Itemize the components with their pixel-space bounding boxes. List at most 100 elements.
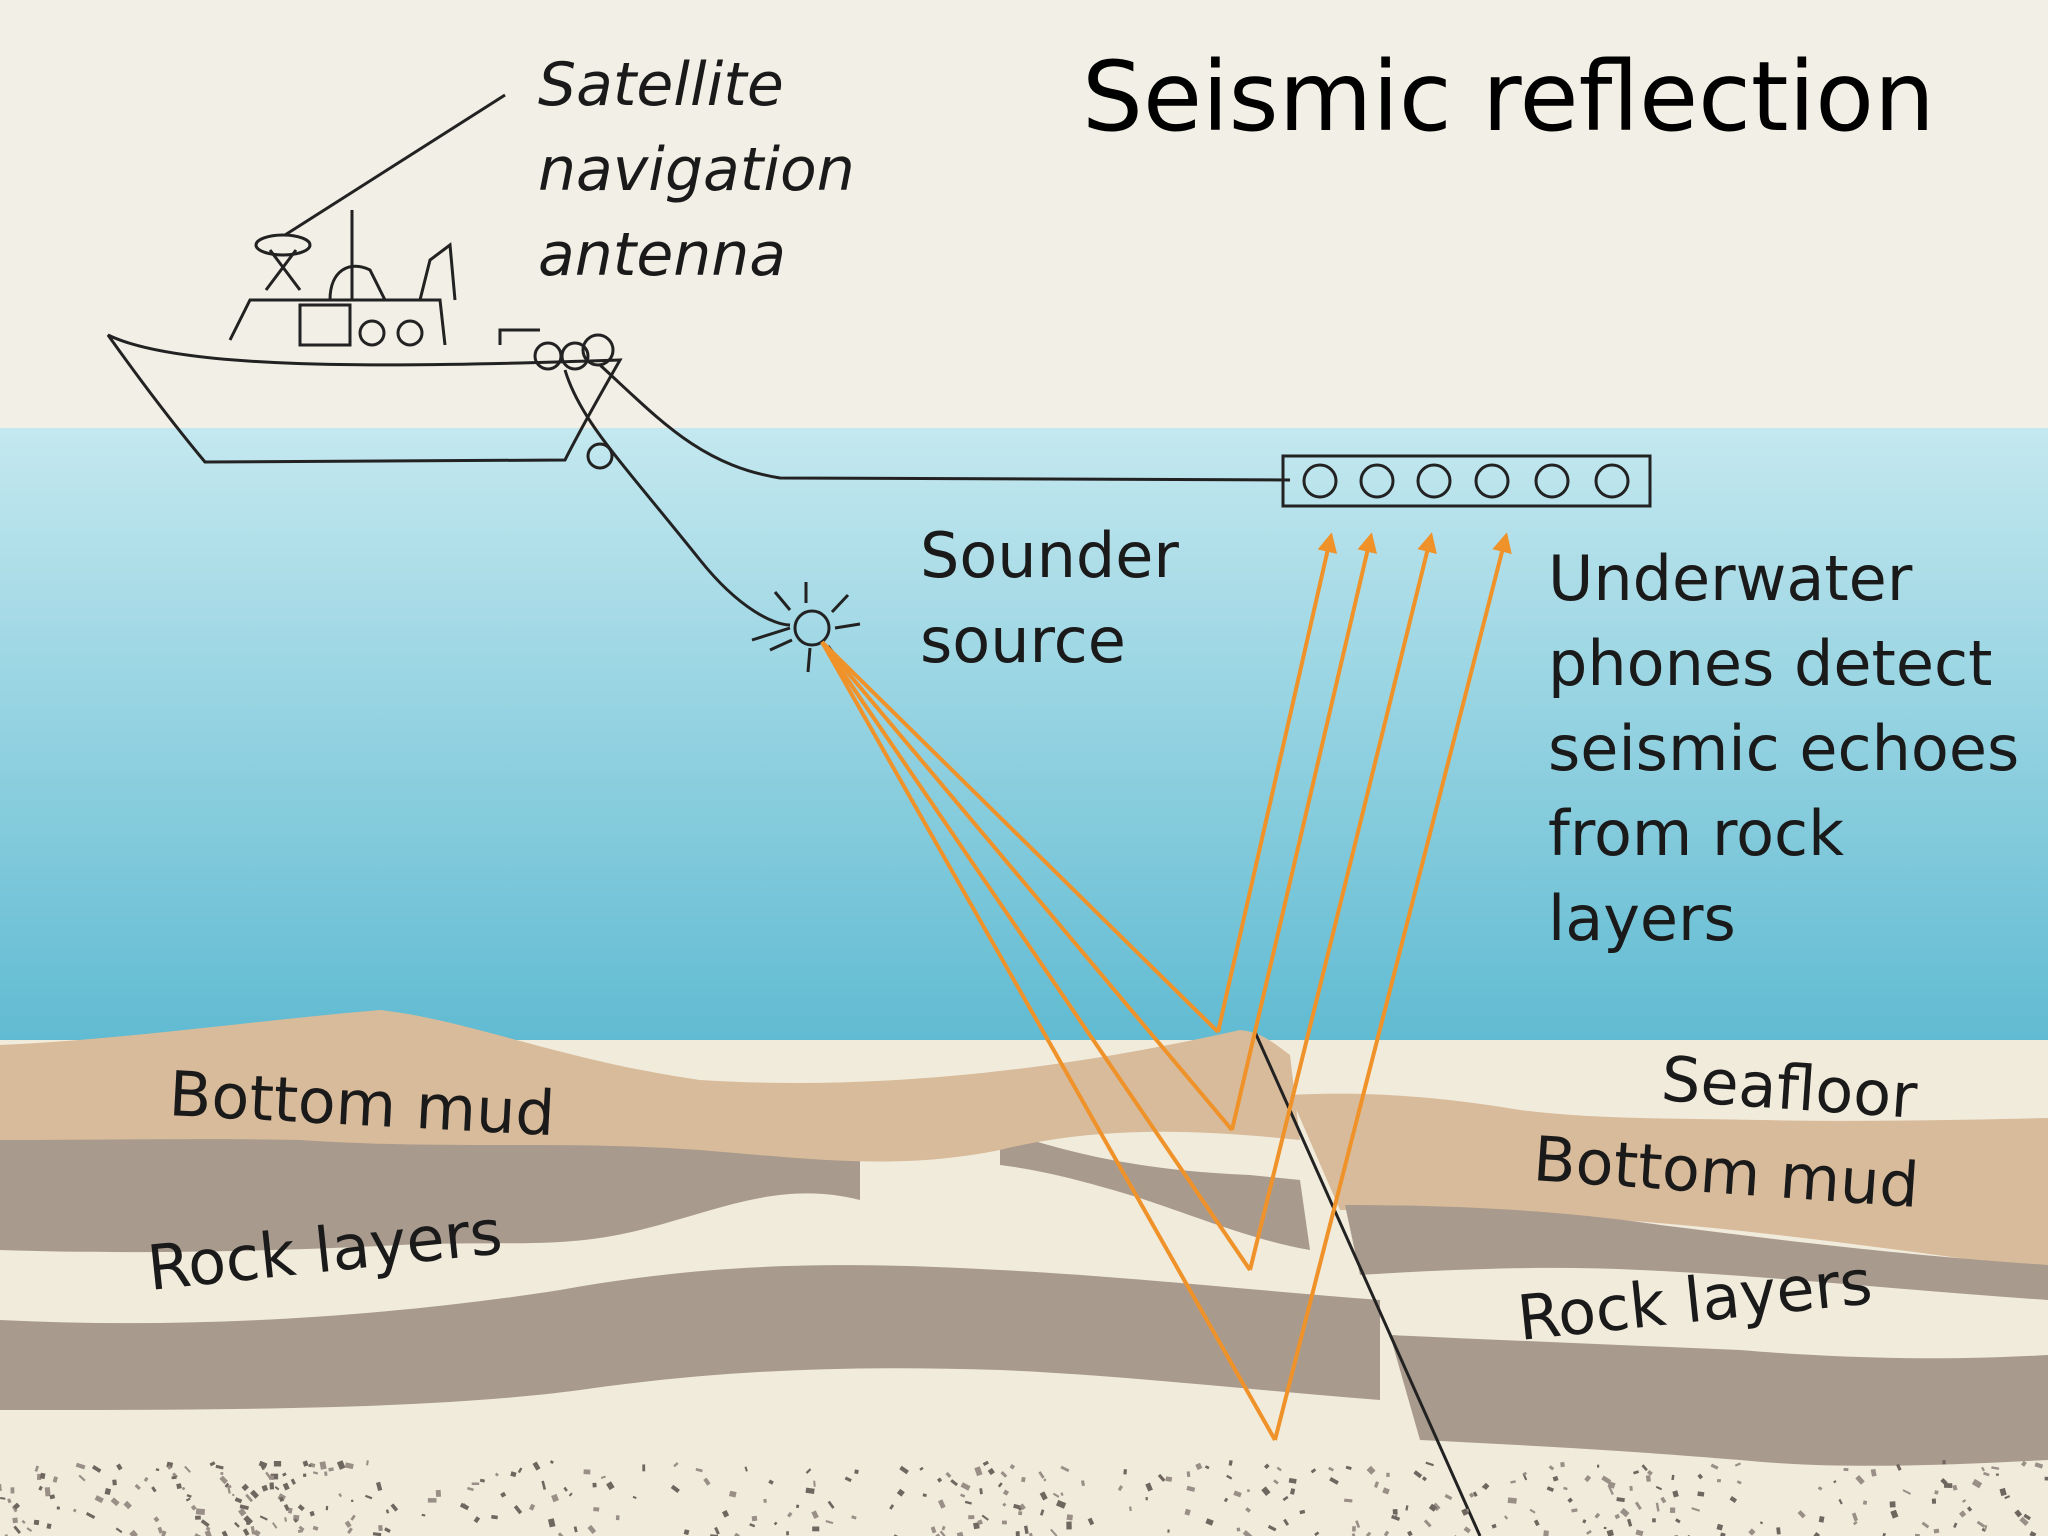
gravel-speck (1421, 1476, 1427, 1482)
gravel-speck (1797, 1510, 1806, 1519)
gravel-speck (259, 1515, 268, 1521)
gravel-speck (683, 1529, 690, 1536)
gravel-speck (960, 1482, 971, 1491)
gravel-speck (1889, 1501, 1896, 1508)
gravel-speck (1444, 1494, 1453, 1501)
gravel-speck (1601, 1475, 1612, 1485)
gravel-speck (390, 1503, 399, 1512)
gravel-speck (115, 1527, 123, 1534)
gravel-speck (2014, 1509, 2023, 1518)
gravel-speck (1984, 1525, 1988, 1531)
gravel-speck (563, 1486, 568, 1492)
gravel-speck (1716, 1523, 1724, 1531)
gravel-speck (642, 1464, 646, 1472)
gravel-speck (269, 1482, 275, 1490)
gravel-speck (1050, 1528, 1058, 1536)
gravel-speck (528, 1503, 536, 1511)
gravel-speck (91, 1465, 102, 1473)
gravel-speck (1962, 1499, 1967, 1503)
gravel-speck (298, 1525, 305, 1532)
gravel-speck (72, 1508, 77, 1513)
gravel-speck (1355, 1520, 1361, 1529)
gravel-speck (733, 1532, 740, 1536)
gravel-speck (1507, 1497, 1517, 1504)
gravel-speck (1619, 1507, 1630, 1518)
gravel-speck (466, 1486, 474, 1492)
gravel-speck (1614, 1513, 1621, 1520)
gravel-speck (982, 1460, 989, 1466)
gravel-speck (950, 1479, 959, 1487)
gravel-speck (366, 1460, 369, 1466)
gravel-speck (312, 1471, 319, 1475)
gravel-speck (1748, 1528, 1756, 1536)
gravel-speck (813, 1480, 816, 1487)
gravel-speck (1463, 1526, 1471, 1534)
gravel-speck (1934, 1490, 1939, 1495)
gravel-speck (1186, 1471, 1191, 1478)
gravel-speck (1976, 1520, 1986, 1528)
gravel-speck (1921, 1521, 1930, 1529)
gravel-speck (151, 1486, 157, 1493)
gravel-speck (1838, 1498, 1843, 1505)
gravel-speck (1299, 1509, 1306, 1515)
gravel-speck (987, 1467, 995, 1476)
gravel-speck (1548, 1465, 1555, 1471)
gravel-speck (1060, 1465, 1070, 1473)
gravel-speck (1953, 1522, 1958, 1529)
gravel-speck (751, 1515, 758, 1522)
gravel-speck (1672, 1490, 1679, 1498)
gravel-speck (1597, 1464, 1600, 1468)
gravel-speck (593, 1507, 600, 1512)
hydrophone-streamer-icon (1281, 454, 1652, 508)
gravel-speck (44, 1487, 51, 1497)
gravel-speck (421, 1513, 426, 1517)
gravel-speck (153, 1516, 160, 1523)
gravel-speck (1983, 1471, 1990, 1477)
gravel-speck (1697, 1491, 1705, 1497)
gravel-speck (253, 1529, 261, 1536)
gravel-speck (1734, 1462, 1741, 1467)
gravel-speck (960, 1493, 966, 1498)
gravel-speck (1205, 1518, 1214, 1526)
gravel-speck (78, 1474, 86, 1482)
gravel-speck (195, 1508, 206, 1516)
gravel-speck (1729, 1495, 1738, 1503)
gravel-speck (517, 1467, 523, 1474)
gravel-speck (1999, 1487, 2007, 1497)
gravel-speck (939, 1530, 946, 1536)
gravel-speck (33, 1519, 40, 1526)
gravel-speck (167, 1465, 172, 1470)
gravel-speck (1851, 1512, 1859, 1522)
gravel-speck (293, 1518, 299, 1523)
gravel-speck (787, 1511, 793, 1518)
gravel-speck (1645, 1475, 1651, 1482)
gravel-speck (155, 1468, 160, 1472)
gravel-speck (1167, 1529, 1170, 1533)
gravel-speck (728, 1490, 737, 1498)
gravel-speck (1157, 1473, 1166, 1482)
gravel-speck (1529, 1508, 1536, 1514)
gravel-speck (1184, 1508, 1191, 1516)
gravel-speck (1933, 1528, 1940, 1534)
gravel-speck (1021, 1476, 1026, 1483)
gravel-speck (204, 1530, 213, 1536)
gravel-speck (324, 1471, 328, 1477)
svg-text:phones detect: phones detect (1548, 627, 1992, 700)
gravel-speck (1039, 1509, 1045, 1516)
gravel-speck (2019, 1516, 2029, 1526)
gravel-speck (1261, 1486, 1271, 1496)
gravel-speck (479, 1478, 485, 1483)
gravel-speck (1423, 1519, 1432, 1528)
gravel-speck (459, 1502, 470, 1511)
rock-layer-left-3 (1000, 1130, 1310, 1250)
gravel-speck (186, 1494, 192, 1498)
seafloor-label: Seafloor (1659, 1042, 1920, 1133)
gravel-speck (827, 1500, 835, 1509)
gravel-speck (1952, 1484, 1958, 1491)
gravel-speck (227, 1486, 231, 1494)
gravel-speck (568, 1492, 573, 1497)
gravel-speck (811, 1510, 819, 1520)
gravel-speck (1038, 1471, 1045, 1479)
gravel-speck (1655, 1485, 1663, 1491)
